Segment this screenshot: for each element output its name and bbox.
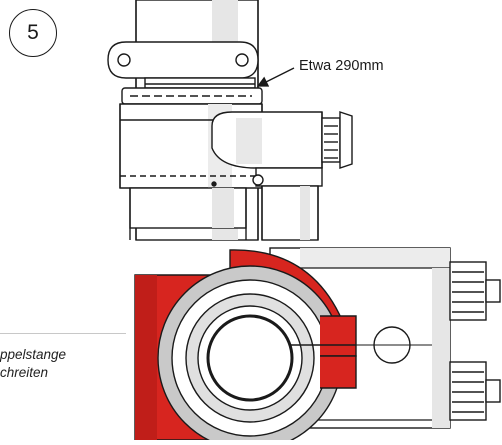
center-opening: [206, 314, 294, 402]
knob-upper: [449, 261, 501, 321]
side-note-line-1: ppelstange: [0, 347, 67, 362]
lower-pole: [129, 187, 247, 240]
collar-ring: [121, 87, 263, 105]
top-clamp: [107, 41, 259, 89]
measurement-arrow: [256, 67, 295, 87]
step-number-badge: 5: [9, 9, 57, 57]
top-view: [134, 247, 501, 445]
lower-tube: [252, 167, 323, 241]
mounting-hole: [373, 326, 411, 364]
measurement-label: Etwa 290mm: [299, 58, 384, 74]
knob-lower: [449, 361, 501, 421]
note-divider: [0, 333, 126, 334]
side-note-line-2: chreiten: [0, 365, 49, 380]
side-note: ppelstange chreiten: [0, 346, 126, 382]
knurled-knob: [321, 111, 353, 169]
measurement-callout: Etwa 290mm: [299, 58, 384, 74]
side-view: [107, 0, 353, 241]
elbow-arm: [211, 111, 323, 169]
step-number: 5: [27, 21, 39, 44]
